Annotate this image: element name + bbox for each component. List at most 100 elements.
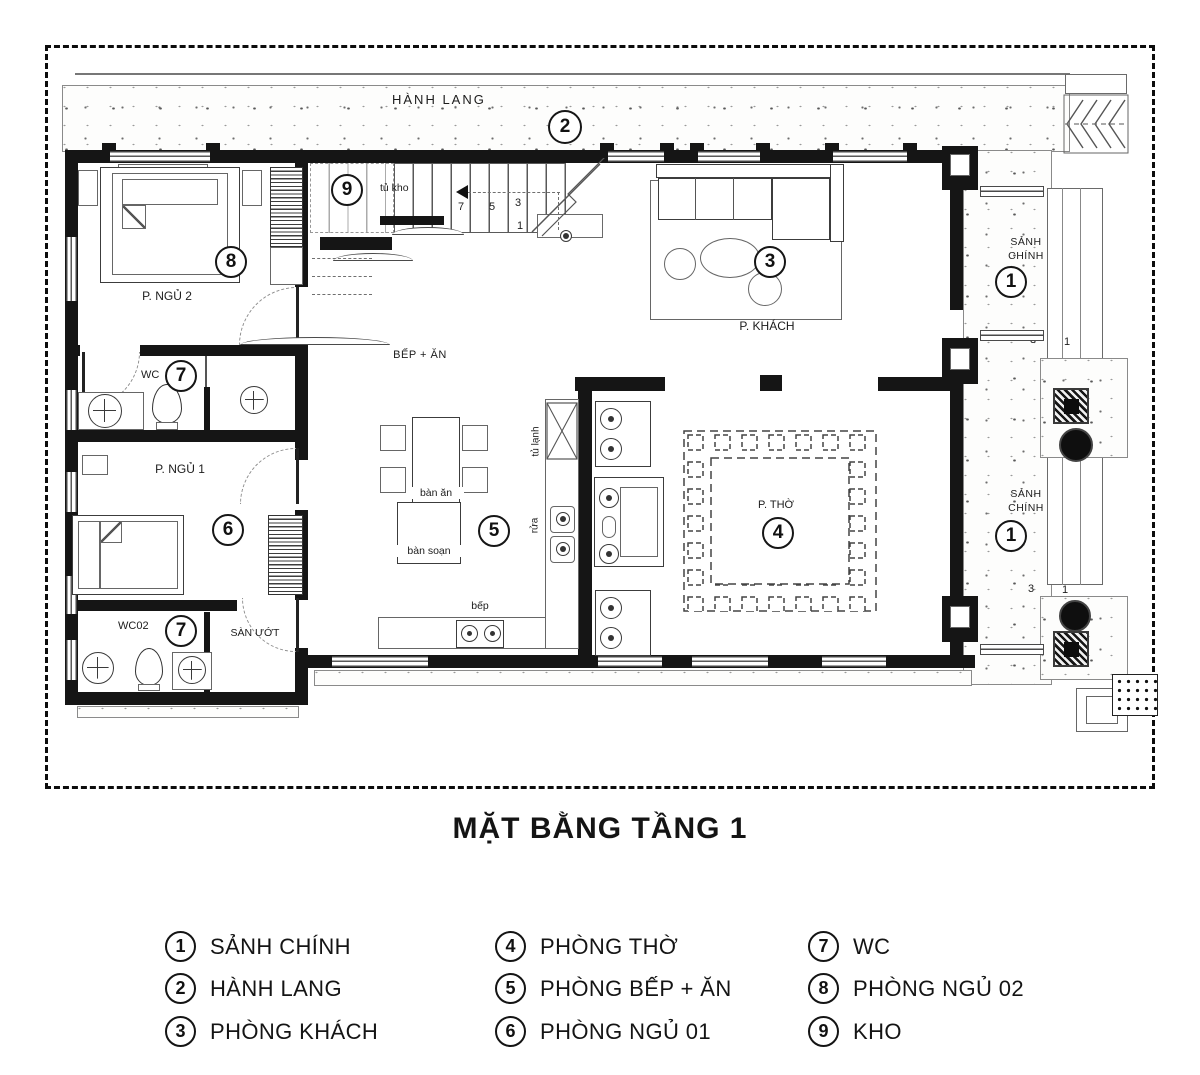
window	[332, 656, 428, 667]
wardrobe	[270, 167, 303, 247]
wall-shelf	[240, 337, 390, 345]
legend-label-6: PHÒNG NGỦ 01	[540, 1018, 712, 1044]
sofa-chaise	[772, 178, 830, 240]
marker-4-worship: 4	[762, 517, 794, 549]
corner-column-cap	[950, 606, 970, 628]
threshold-bench	[980, 186, 1044, 197]
legend-item-2: 2 HÀNH LANG	[165, 973, 342, 1004]
marker-1-lobby: 1	[995, 520, 1027, 552]
lobby-label: CHÍNH	[1008, 502, 1044, 514]
marker-9-storage: 9	[331, 174, 363, 206]
sofa-arm	[830, 164, 844, 242]
altar-handle	[602, 516, 616, 538]
marker-6-bedroom1: 6	[212, 514, 244, 546]
property-line	[45, 45, 1155, 789]
kitchen-label: BẾP + ĂN	[393, 349, 447, 361]
tread-number: 5	[488, 201, 496, 213]
lobby-label: SẢNH	[1010, 236, 1042, 248]
wall-right	[950, 190, 963, 310]
wall-bottom-left-block	[65, 692, 307, 705]
wall-right	[950, 384, 963, 596]
understair-line	[312, 258, 372, 259]
step-number: 1	[1062, 584, 1069, 596]
bedroom1-label: P. NGỦ 1	[155, 462, 205, 476]
threshold-bench	[980, 330, 1044, 341]
desk	[82, 455, 108, 475]
wc-label: WC	[141, 369, 160, 381]
window	[66, 390, 77, 430]
window	[598, 656, 662, 667]
washbasin-icon	[82, 652, 114, 684]
stair-stringer	[320, 237, 392, 250]
altar-cup	[599, 488, 619, 508]
legend-marker-2: 2	[165, 973, 196, 1004]
wall-center	[878, 377, 952, 391]
legend-item-4: 4 PHÒNG THỜ	[495, 931, 678, 962]
corner-column-cap	[950, 154, 970, 176]
wall-wc-top	[65, 345, 80, 356]
door-leaf	[296, 598, 299, 652]
cooktop-label: bếp	[471, 600, 489, 612]
marker-1-lobby: 1	[995, 266, 1027, 298]
sink-drain-icon	[556, 542, 570, 556]
marker-2-corridor: 2	[548, 110, 582, 144]
marker-3-living: 3	[754, 246, 786, 278]
lobby-label: CHÍNH	[1008, 250, 1044, 262]
wall-spine	[295, 345, 308, 460]
window-cap	[600, 143, 614, 151]
entrance-ramp-icon	[1063, 94, 1129, 154]
lobby-floor	[963, 150, 1052, 685]
bedroom2-label: P. NGỦ 2	[142, 289, 192, 303]
window	[110, 151, 210, 162]
wall-center	[575, 377, 665, 391]
toilet-tank	[138, 684, 160, 691]
wardrobe	[268, 515, 303, 595]
legend-item-3: 3 PHÒNG KHÁCH	[165, 1016, 378, 1047]
bench-seat	[600, 627, 622, 649]
dining-chair	[380, 467, 406, 493]
window-cap	[102, 143, 116, 151]
dining-chair	[462, 425, 488, 451]
legend-label-9: KHO	[853, 1018, 902, 1044]
legend-item-1: 1 SẢNH CHÍNH	[165, 931, 351, 962]
marker-7-wc02: 7	[165, 615, 197, 647]
window-cap	[825, 143, 839, 151]
window-cap	[756, 143, 770, 151]
window-sill	[314, 670, 972, 686]
toilet-tank	[156, 422, 178, 430]
stair-rail	[333, 253, 413, 261]
step-number: 3	[1028, 583, 1035, 595]
wc02-label: WC02	[118, 620, 149, 632]
window-cap	[690, 143, 704, 151]
marker-5-kitchen: 5	[478, 515, 510, 547]
understair-line	[312, 276, 372, 277]
legend-marker-6: 6	[495, 1016, 526, 1047]
stair-direction-arrow-icon	[456, 185, 468, 199]
pillow	[78, 521, 100, 589]
sofa-divider	[695, 178, 696, 220]
lobby-label: SẢNH	[1010, 488, 1042, 500]
window-cap	[660, 143, 674, 151]
stair-break-line	[531, 158, 605, 237]
wall-worship-left	[578, 382, 592, 655]
stair-stringer	[380, 216, 444, 225]
dining-chair	[380, 425, 406, 451]
corridor-outline	[75, 73, 1070, 75]
window	[66, 640, 77, 680]
legend-item-5: 5 PHÒNG BẾP + ĂN	[495, 973, 732, 1004]
legend-marker-1: 1	[165, 931, 196, 962]
legend-label-5: PHÒNG BẾP + ĂN	[540, 975, 732, 1001]
legend-label-2: HÀNH LANG	[210, 975, 342, 1001]
wall-wc02-top	[65, 600, 237, 611]
wet-floor-label: SÀN ƯỚT	[230, 627, 280, 639]
corridor-label: HÀNH LANG	[392, 92, 486, 107]
window	[608, 151, 664, 162]
legend-label-1: SẢNH CHÍNH	[210, 933, 351, 959]
nightstand	[78, 170, 98, 206]
storage-label: tủ kho	[380, 182, 409, 194]
blanket-fold	[122, 205, 146, 229]
column-base	[1059, 600, 1091, 632]
window	[833, 151, 907, 162]
altar-table-top	[620, 487, 658, 557]
